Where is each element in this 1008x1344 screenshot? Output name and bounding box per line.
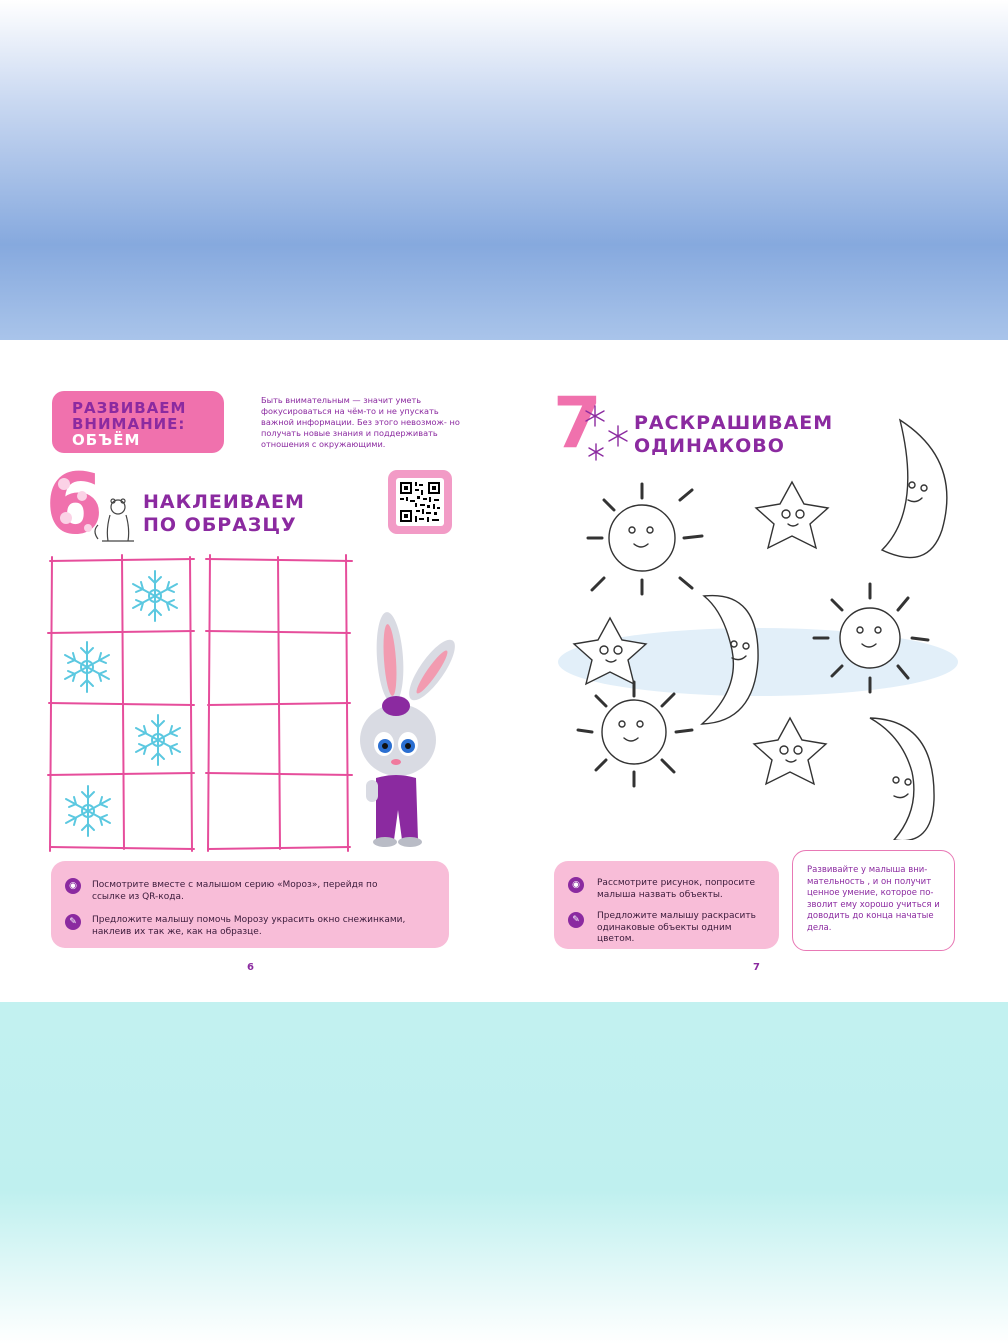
task7-title-line2: ОДИНАКОВО [634, 435, 785, 457]
sticker-grids [47, 554, 353, 852]
task7-tip2: Предложите малышу раскрасить одинаковые … [597, 911, 756, 944]
moon-1 [880, 418, 948, 559]
intro-text: Быть внимательным — значит уметь фокусир… [261, 395, 460, 449]
side-note-box: Развивайте у малыша вни- мательность , и… [792, 850, 955, 951]
bear-icon [94, 498, 134, 542]
book-spread: РАЗВИВАЕМ ВНИМАНИЕ: ОБЪЁМ Быть вниматель… [0, 340, 1008, 1002]
snowflake-icon [64, 641, 110, 693]
side-note-text: Развивайте у малыша вни- мательность , и… [807, 865, 940, 933]
snowflake-icon [132, 570, 178, 622]
task7-number: 7 [553, 382, 602, 464]
bunny-illustration [360, 612, 455, 847]
task6-number-pattern [58, 478, 92, 532]
task6-title-line1: НАКЛЕИВАЕМ [143, 491, 305, 513]
moon-3 [869, 717, 935, 840]
task7-title-line1: РАСКРАШИВАЕМ [634, 412, 834, 434]
background-gradient-bottom [0, 1002, 1008, 1344]
task6-tip1: Посмотрите вместе с малышом серию «Мороз… [92, 880, 378, 902]
section-title-line2: ВНИМАНИЕ: [72, 415, 186, 433]
star-1 [754, 480, 830, 550]
section-title-line3: ОБЪЁМ [72, 431, 141, 449]
task6-title-line2: ПО ОБРАЗЦУ [143, 514, 297, 536]
moon-2 [700, 594, 759, 725]
snowflake-icon [65, 785, 111, 837]
task6-tips-box: ◉ Посмотрите вместе с малышом серию «Мор… [51, 861, 449, 948]
star-3 [752, 716, 828, 786]
task6-number: 6 [45, 455, 104, 553]
eye-icon: ◉ [568, 877, 584, 893]
star-2 [572, 616, 648, 686]
sun-3 [576, 680, 694, 788]
qr-code-icon [400, 482, 440, 522]
page-number-left: 6 [247, 962, 254, 973]
snowflake-icon [135, 714, 181, 766]
sun-1 [586, 482, 704, 596]
eye-icon: ◉ [65, 878, 81, 894]
section-title-line1: РАЗВИВАЕМ [72, 399, 187, 417]
section-badge: РАЗВИВАЕМ ВНИМАНИЕ: ОБЪЁМ [52, 391, 224, 453]
page-number-right: 7 [753, 962, 760, 973]
brush-icon: ✎ [65, 914, 81, 930]
task7-tip1: Рассмотрите рисунок, попросите малыша на… [597, 878, 756, 900]
coloring-picture [558, 418, 958, 840]
task7-tips-box: ◉ Рассмотрите рисунок, попросите малыша … [554, 861, 779, 949]
snowflake-icon [585, 405, 628, 461]
task6-tip2: Предложите малышу помочь Морозу украсить… [92, 915, 406, 937]
brush-icon: ✎ [568, 912, 584, 928]
qr-code[interactable] [388, 470, 452, 534]
sun-2 [812, 582, 930, 694]
background-gradient-top [0, 0, 1008, 340]
